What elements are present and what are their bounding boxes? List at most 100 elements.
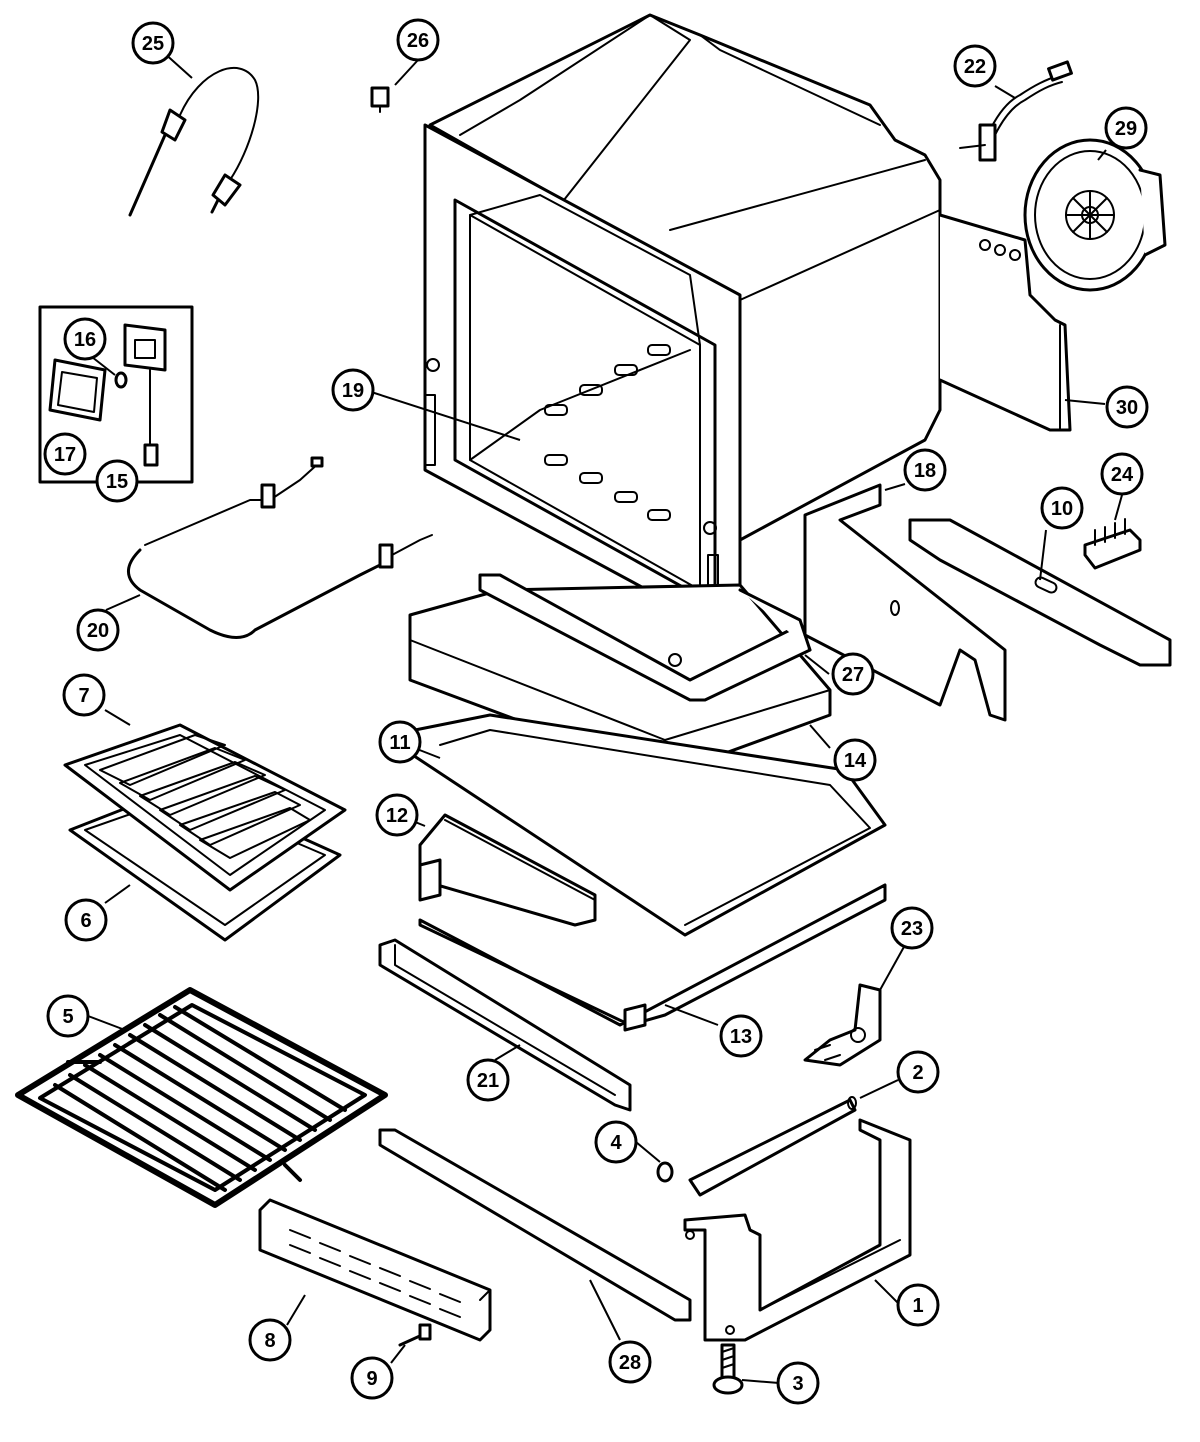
hinge-part bbox=[803, 983, 882, 1067]
callout-number: 8 bbox=[264, 1330, 275, 1352]
callout-number: 2 bbox=[912, 1062, 923, 1084]
callout-9: 9 bbox=[350, 1356, 394, 1400]
callout-circle bbox=[43, 432, 87, 476]
callout-30: 30 bbox=[1105, 385, 1149, 429]
callout-6: 6 bbox=[64, 898, 108, 942]
callout-number: 4 bbox=[610, 1132, 622, 1154]
callout-2: 2 bbox=[896, 1050, 940, 1094]
callout-5: 5 bbox=[46, 994, 90, 1038]
callout-7: 7 bbox=[62, 673, 106, 717]
callout-number: 18 bbox=[914, 460, 936, 482]
terminal-block-part bbox=[1083, 518, 1142, 570]
callout-16: 16 bbox=[63, 317, 107, 361]
callout-circle bbox=[1104, 106, 1148, 150]
callout-circle bbox=[776, 1361, 820, 1405]
back-panel-part bbox=[938, 213, 1072, 432]
callout-number: 20 bbox=[87, 620, 109, 642]
oven-cavity-part bbox=[423, 13, 942, 642]
leveling-leg-part bbox=[712, 1343, 744, 1395]
callout-circle bbox=[903, 448, 947, 492]
callout-circle bbox=[719, 1014, 763, 1058]
convection-fan-part bbox=[1023, 138, 1167, 292]
callout-number: 19 bbox=[342, 380, 364, 402]
callout-circle bbox=[833, 738, 877, 782]
callout-circle bbox=[378, 720, 422, 764]
floor-bracket-part bbox=[478, 573, 812, 702]
callout-circle bbox=[375, 793, 419, 837]
callout-circle bbox=[46, 994, 90, 1038]
callout-circle bbox=[63, 317, 107, 361]
callout-3: 3 bbox=[776, 1361, 820, 1405]
callout-labels: 1234567891011121314151617181920212223242… bbox=[43, 18, 1149, 1405]
callout-circle bbox=[466, 1058, 510, 1102]
callout-number: 28 bbox=[619, 1352, 641, 1374]
callout-29: 29 bbox=[1104, 106, 1148, 150]
broil-pan-part bbox=[63, 723, 347, 942]
callout-number: 15 bbox=[106, 471, 128, 493]
callout-circle bbox=[831, 652, 875, 696]
callout-26: 26 bbox=[396, 18, 440, 62]
callout-circle bbox=[953, 44, 997, 88]
callout-number: 29 bbox=[1115, 118, 1137, 140]
callout-circle bbox=[248, 1318, 292, 1362]
nut-part bbox=[656, 1161, 674, 1183]
callout-number: 7 bbox=[78, 685, 89, 707]
rear-wall-part bbox=[803, 483, 1007, 722]
callout-27: 27 bbox=[831, 652, 875, 696]
callout-13: 13 bbox=[719, 1014, 763, 1058]
callout-11: 11 bbox=[378, 720, 422, 764]
side-frame-part bbox=[683, 1118, 912, 1342]
callout-24: 24 bbox=[1100, 452, 1144, 496]
callout-number: 11 bbox=[389, 732, 410, 754]
callout-number: 27 bbox=[842, 664, 864, 686]
callout-number: 21 bbox=[477, 1070, 499, 1092]
callout-number: 6 bbox=[80, 910, 91, 932]
callout-4: 4 bbox=[594, 1120, 638, 1164]
callout-circle bbox=[896, 1050, 940, 1094]
screw-part bbox=[398, 1323, 432, 1347]
callout-23: 23 bbox=[890, 906, 934, 950]
callout-number: 5 bbox=[62, 1006, 73, 1028]
callout-25: 25 bbox=[131, 21, 175, 65]
callout-number: 9 bbox=[366, 1368, 377, 1390]
wire-harness-part bbox=[959, 60, 1073, 162]
callout-number: 22 bbox=[964, 56, 986, 78]
light-assembly-group bbox=[38, 305, 194, 484]
callout-circle bbox=[76, 608, 120, 652]
callout-number: 26 bbox=[407, 30, 429, 52]
callout-circle bbox=[890, 906, 934, 950]
callout-circle bbox=[131, 21, 175, 65]
kick-panel-part bbox=[258, 1198, 492, 1342]
bottom-trim-part bbox=[378, 1128, 692, 1322]
callout-20: 20 bbox=[76, 608, 120, 652]
callout-circle bbox=[1040, 486, 1084, 530]
callout-circle bbox=[350, 1356, 394, 1400]
meat-probe-part bbox=[128, 66, 260, 217]
callout-circle bbox=[896, 1283, 940, 1327]
callout-22: 22 bbox=[953, 44, 997, 88]
side-trim-part bbox=[378, 938, 632, 1112]
callout-number: 24 bbox=[1111, 464, 1134, 486]
bake-element-part bbox=[127, 456, 433, 639]
callout-number: 17 bbox=[54, 444, 76, 466]
callout-number: 25 bbox=[142, 33, 164, 55]
callout-number: 3 bbox=[792, 1373, 803, 1395]
callout-number: 23 bbox=[901, 918, 923, 940]
callout-circle bbox=[396, 18, 440, 62]
callout-14: 14 bbox=[833, 738, 877, 782]
callout-circle bbox=[1105, 385, 1149, 429]
clip-part bbox=[370, 86, 390, 113]
callout-circle bbox=[608, 1340, 652, 1384]
callout-28: 28 bbox=[608, 1340, 652, 1384]
side-rail-part bbox=[688, 1096, 857, 1197]
callout-number: 12 bbox=[386, 805, 408, 827]
callout-circle bbox=[1100, 452, 1144, 496]
callout-12: 12 bbox=[375, 793, 419, 837]
callout-number: 16 bbox=[74, 329, 96, 351]
callout-circle bbox=[331, 368, 375, 412]
callout-number: 10 bbox=[1051, 498, 1073, 520]
bottom-insulation-part bbox=[408, 583, 832, 777]
callout-10: 10 bbox=[1040, 486, 1084, 530]
callout-21: 21 bbox=[466, 1058, 510, 1102]
